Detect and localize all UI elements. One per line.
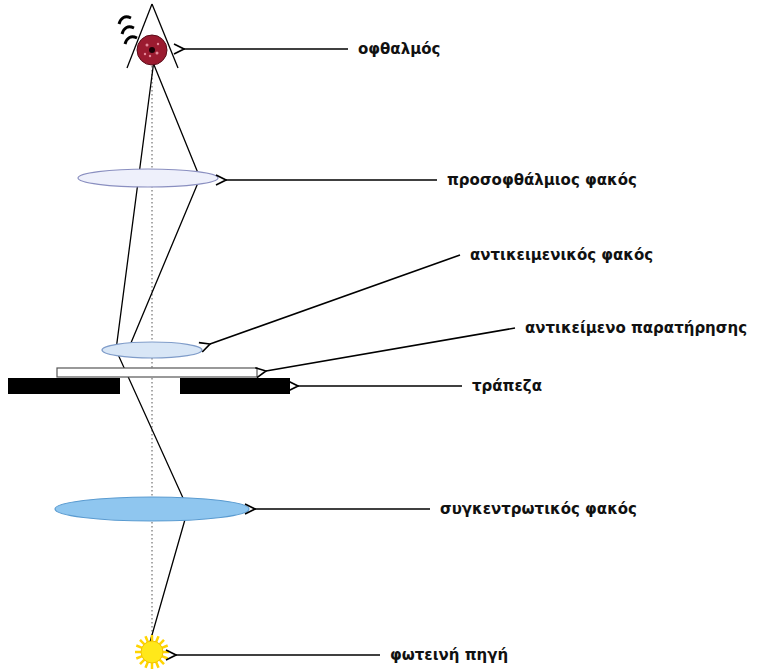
objective-lens (102, 342, 202, 358)
leader-arrow (210, 255, 460, 344)
leader-arrow (226, 179, 437, 181)
leader-arrow (255, 508, 430, 510)
specimen-label: αντικείμενο παρατήρησης (525, 319, 747, 337)
eyepiece-lens (78, 169, 218, 187)
stage-label: τράπεζα (472, 377, 542, 395)
stage (180, 378, 290, 394)
light-source-label: φωτεινή πηγή (390, 646, 508, 664)
objective-label: αντικειμενικός φακός (470, 246, 653, 264)
leader-arrow (184, 48, 348, 50)
condenser-lens (55, 497, 249, 521)
eyepiece-label: προσοφθάλμιος φακός (447, 171, 637, 189)
stage (8, 378, 120, 394)
eye-symbol (119, 4, 178, 68)
leader-arrow (298, 385, 462, 387)
leader-arrow (176, 654, 380, 656)
light-ray (128, 60, 200, 350)
condenser-label: συγκεντρωτικός φακός (440, 500, 637, 518)
eye-label: οφθαλμός (358, 40, 440, 58)
leader-arrow (266, 328, 515, 371)
specimen-slide (57, 368, 257, 377)
light-source (135, 635, 169, 669)
